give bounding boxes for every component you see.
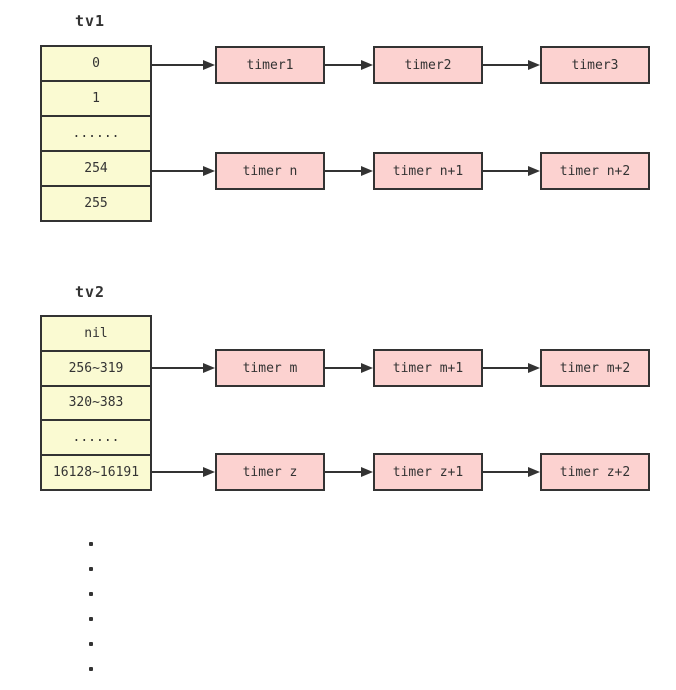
arrow-shaft	[483, 367, 530, 369]
arrow-head-icon	[361, 467, 373, 477]
timer-box-timer-m2: timer m+2	[540, 349, 650, 387]
tv2-title: tv2	[74, 283, 106, 301]
arrow-head-icon	[528, 467, 540, 477]
arrow-head-icon	[361, 363, 373, 373]
connector-arrow	[325, 363, 373, 373]
connector-arrow	[325, 467, 373, 477]
arrow-shaft	[483, 64, 530, 66]
tv1-cell-1: 1	[42, 80, 150, 115]
timer-box-timer2: timer2	[373, 46, 483, 84]
tv1-cell-254: 254	[42, 150, 150, 185]
arrow-shaft	[151, 471, 205, 473]
tv1-cell-255: 255	[42, 185, 150, 220]
tv2-cell-320-383: 320~383	[42, 384, 150, 420]
arrow-shaft	[325, 64, 363, 66]
arrow-head-icon	[361, 60, 373, 70]
ellipsis-dot	[89, 567, 93, 571]
arrow-head-icon	[528, 166, 540, 176]
timer-box-timer-n: timer n	[215, 152, 325, 190]
timer-box-timer-m1: timer m+1	[373, 349, 483, 387]
arrow-head-icon	[203, 467, 215, 477]
arrow-head-icon	[361, 166, 373, 176]
connector-arrow	[325, 60, 373, 70]
connector-arrow	[151, 467, 215, 477]
timer-box-timer-z: timer z	[215, 453, 325, 491]
tv2-bucket-table: nil 256~319 320~383 ...... 16128~16191	[40, 315, 152, 491]
ellipsis-dot	[89, 617, 93, 621]
connector-arrow	[483, 363, 540, 373]
tv2-cell-256-319: 256~319	[42, 349, 150, 385]
timer-box-timer3: timer3	[540, 46, 650, 84]
arrow-shaft	[151, 170, 205, 172]
connector-arrow	[151, 60, 215, 70]
timer-box-timer-m: timer m	[215, 349, 325, 387]
arrow-head-icon	[203, 60, 215, 70]
arrow-shaft	[325, 471, 363, 473]
tv1-title: tv1	[74, 12, 106, 30]
arrow-head-icon	[203, 166, 215, 176]
tv1-cell-0: 0	[92, 56, 100, 71]
tv2-cell-16128-16191: 16128~16191	[42, 454, 150, 489]
ellipsis-dot	[89, 642, 93, 646]
ellipsis-dot	[89, 667, 93, 671]
arrow-shaft	[325, 367, 363, 369]
connector-arrow	[325, 166, 373, 176]
connector-arrow	[483, 166, 540, 176]
connector-arrow	[151, 363, 215, 373]
connector-arrow	[483, 467, 540, 477]
arrow-shaft	[151, 64, 205, 66]
ellipsis-dot	[89, 592, 93, 596]
connector-arrow	[151, 166, 215, 176]
connector-arrow	[483, 60, 540, 70]
tv2-cell-ellipsis: ......	[42, 419, 150, 454]
arrow-head-icon	[528, 363, 540, 373]
arrow-shaft	[483, 471, 530, 473]
ellipsis-dot	[89, 542, 93, 546]
tv1-cell-ellipsis: ......	[42, 115, 150, 150]
timer-box-timer-z2: timer z+2	[540, 453, 650, 491]
tv2-cell-nil: nil	[84, 325, 108, 341]
timer-box-timer1: timer1	[215, 46, 325, 84]
arrow-shaft	[325, 170, 363, 172]
arrow-shaft	[483, 170, 530, 172]
timer-box-timer-n2: timer n+2	[540, 152, 650, 190]
arrow-shaft	[151, 367, 205, 369]
timer-box-timer-n1: timer n+1	[373, 152, 483, 190]
arrow-head-icon	[528, 60, 540, 70]
tv1-bucket-table: 0 1 ...... 254 255	[40, 45, 152, 222]
timer-box-timer-z1: timer z+1	[373, 453, 483, 491]
arrow-head-icon	[203, 363, 215, 373]
